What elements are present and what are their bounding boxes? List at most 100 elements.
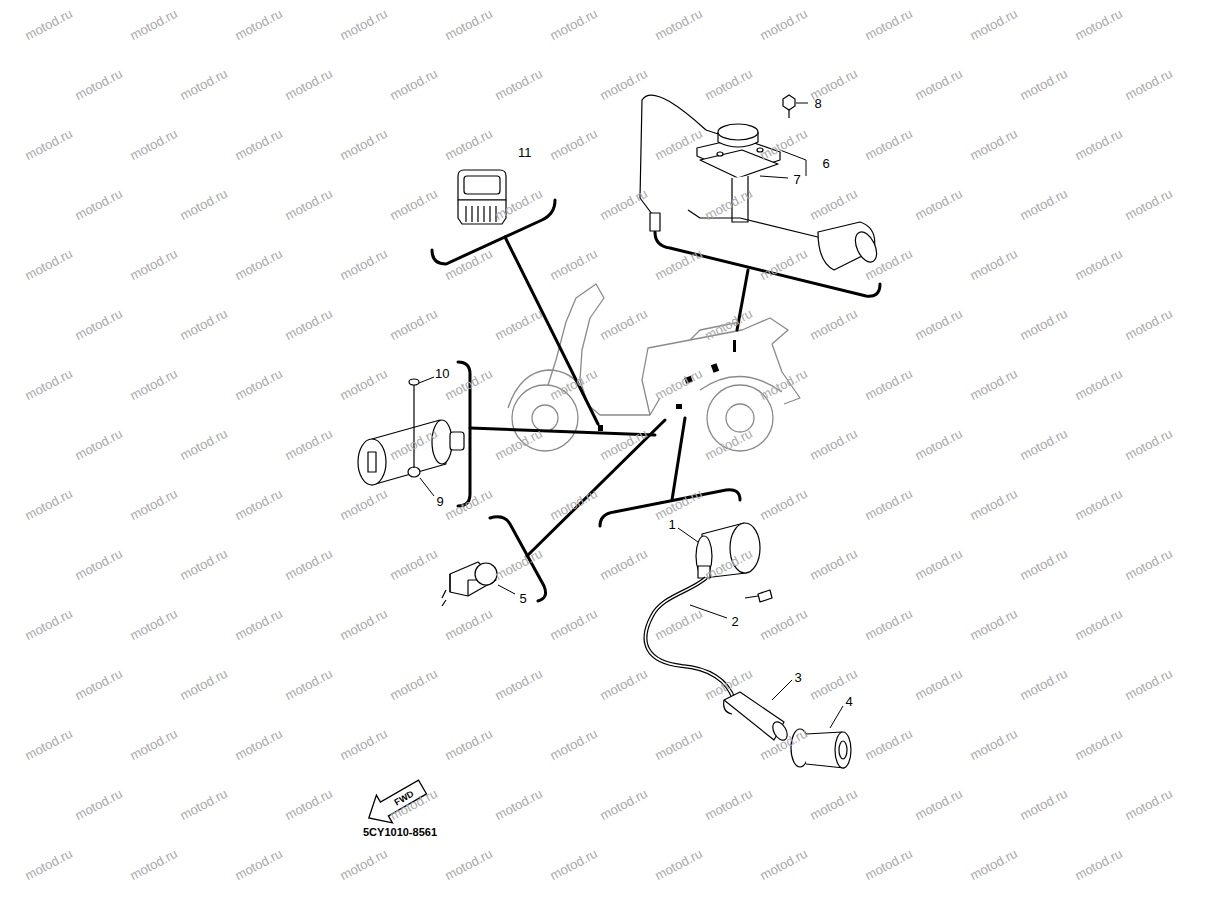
sensor xyxy=(442,562,497,606)
watermark: motod.ru xyxy=(702,306,753,342)
watermark: motod.ru xyxy=(862,6,913,42)
plug-cap xyxy=(724,692,791,743)
watermark: motod.ru xyxy=(177,666,228,702)
watermark: motod.ru xyxy=(597,786,648,822)
watermark: motod.ru xyxy=(1072,606,1123,642)
watermark: motod.ru xyxy=(807,786,858,822)
watermark: motod.ru xyxy=(232,126,283,162)
watermark: motod.ru xyxy=(1122,306,1173,342)
leader-lines xyxy=(419,103,843,728)
watermark: motod.ru xyxy=(862,726,913,762)
watermark: motod.ru xyxy=(967,606,1018,642)
watermark: motod.ru xyxy=(547,6,598,42)
watermark: motod.ru xyxy=(757,6,808,42)
watermark: motod.ru xyxy=(912,666,963,702)
callout-number: 11 xyxy=(517,146,533,159)
watermark: motod.ru xyxy=(337,486,388,522)
watermark: motod.ru xyxy=(912,186,963,222)
part-code: 5CY1010-8561 xyxy=(363,827,437,838)
watermark: motod.ru xyxy=(177,66,228,102)
watermark: motod.ru xyxy=(72,186,123,222)
watermark: motod.ru xyxy=(967,246,1018,282)
watermark: motod.ru xyxy=(652,246,703,282)
watermark: motod.ru xyxy=(232,486,283,522)
fuel-sender xyxy=(640,95,881,270)
watermark: motod.ru xyxy=(337,726,388,762)
watermark: motod.ru xyxy=(967,846,1018,882)
watermark: motod.ru xyxy=(337,6,388,42)
watermark: motod.ru xyxy=(337,606,388,642)
watermark: motod.ru xyxy=(862,126,913,162)
watermark: motod.ru xyxy=(232,6,283,42)
watermark: motod.ru xyxy=(1122,546,1173,582)
watermark: motod.ru xyxy=(1017,66,1068,102)
watermark: motod.ru xyxy=(652,726,703,762)
watermark: motod.ru xyxy=(547,126,598,162)
watermark: motod.ru xyxy=(282,66,333,102)
watermark: motod.ru xyxy=(1122,426,1173,462)
watermark: motod.ru xyxy=(232,246,283,282)
watermark: motod.ru xyxy=(1017,666,1068,702)
callout-number: 7 xyxy=(793,173,802,186)
watermark: motod.ru xyxy=(807,426,858,462)
watermark: motod.ru xyxy=(862,606,913,642)
watermark: motod.ru xyxy=(967,366,1018,402)
watermark: motod.ru xyxy=(22,486,73,522)
watermark: motod.ru xyxy=(1122,186,1173,222)
watermark: motod.ru xyxy=(177,306,228,342)
watermark: motod.ru xyxy=(862,486,913,522)
group-brackets xyxy=(432,200,880,601)
watermark: motod.ru xyxy=(22,6,73,42)
bolt xyxy=(783,95,795,118)
callout-number: 10 xyxy=(434,367,450,380)
callout-number: 3 xyxy=(794,671,803,684)
watermark: motod.ru xyxy=(442,6,493,42)
watermark: motod.ru xyxy=(177,546,228,582)
watermark: motod.ru xyxy=(442,126,493,162)
watermark: motod.ru xyxy=(442,726,493,762)
watermark: motod.ru xyxy=(282,786,333,822)
location-marks xyxy=(598,340,736,431)
watermark: motod.ru xyxy=(232,726,283,762)
watermark: motod.ru xyxy=(22,246,73,282)
callout-number: 5 xyxy=(519,592,528,605)
watermark: motod.ru xyxy=(72,66,123,102)
watermark: motod.ru xyxy=(492,786,543,822)
watermark: motod.ru xyxy=(127,246,178,282)
watermark: motod.ru xyxy=(547,726,598,762)
watermark: motod.ru xyxy=(1072,726,1123,762)
watermark: motod.ru xyxy=(597,186,648,222)
watermark: motod.ru xyxy=(597,306,648,342)
watermark: motod.ru xyxy=(282,546,333,582)
watermark: motod.ru xyxy=(1017,546,1068,582)
watermark: motod.ru xyxy=(652,6,703,42)
watermark: motod.ru xyxy=(22,606,73,642)
watermark: motod.ru xyxy=(1072,486,1123,522)
watermark: motod.ru xyxy=(442,606,493,642)
watermark: motod.ru xyxy=(1122,666,1173,702)
watermark: motod.ru xyxy=(807,66,858,102)
watermark: motod.ru xyxy=(22,846,73,882)
watermark: motod.ru xyxy=(177,786,228,822)
watermark: motod.ru xyxy=(652,126,703,162)
watermark: motod.ru xyxy=(492,666,543,702)
scooter-silhouette xyxy=(508,284,800,451)
watermark: motod.ru xyxy=(757,606,808,642)
watermark: motod.ru xyxy=(597,66,648,102)
watermark: motod.ru xyxy=(597,666,648,702)
watermark: motod.ru xyxy=(282,306,333,342)
watermark: motod.ru xyxy=(912,306,963,342)
watermark: motod.ru xyxy=(547,606,598,642)
watermark: motod.ru xyxy=(492,306,543,342)
watermark: motod.ru xyxy=(652,846,703,882)
watermark: motod.ru xyxy=(337,846,388,882)
watermark: motod.ru xyxy=(757,366,808,402)
watermark: motod.ru xyxy=(1122,786,1173,822)
watermark: motod.ru xyxy=(127,126,178,162)
watermark: motod.ru xyxy=(757,846,808,882)
watermark: motod.ru xyxy=(912,66,963,102)
watermark: motod.ru xyxy=(232,366,283,402)
watermark: motod.ru xyxy=(387,546,438,582)
watermark: motod.ru xyxy=(442,246,493,282)
watermark: motod.ru xyxy=(807,186,858,222)
